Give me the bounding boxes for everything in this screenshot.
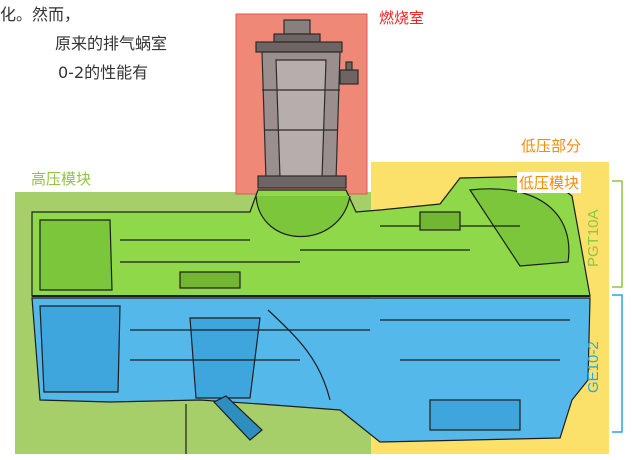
high-pressure-module-label: 高压模块	[31, 170, 92, 188]
low-pressure-module-label: 低压模块	[517, 172, 582, 193]
paragraph-line: 原来的排气蜗室	[55, 34, 168, 53]
paragraph-line: 化。然而，	[0, 5, 81, 24]
pgt10a-section	[31, 175, 591, 297]
pgt10a-label: PGT10A	[585, 209, 602, 267]
low-pressure-section-label: 低压部分	[521, 137, 582, 155]
pgt10a-bracket	[612, 180, 623, 288]
ge10-2-bracket	[612, 294, 623, 433]
ge10-2-section	[31, 297, 591, 454]
combustor-drawing	[255, 19, 359, 189]
paragraph-text: 化。然而， 原来的排气蜗室 0-2的性能有	[0, 0, 170, 87]
paragraph-line: 0-2的性能有	[58, 63, 149, 82]
ge10-2-label: GE10-2	[585, 341, 602, 393]
combustor-label: 燃烧室	[379, 9, 425, 27]
